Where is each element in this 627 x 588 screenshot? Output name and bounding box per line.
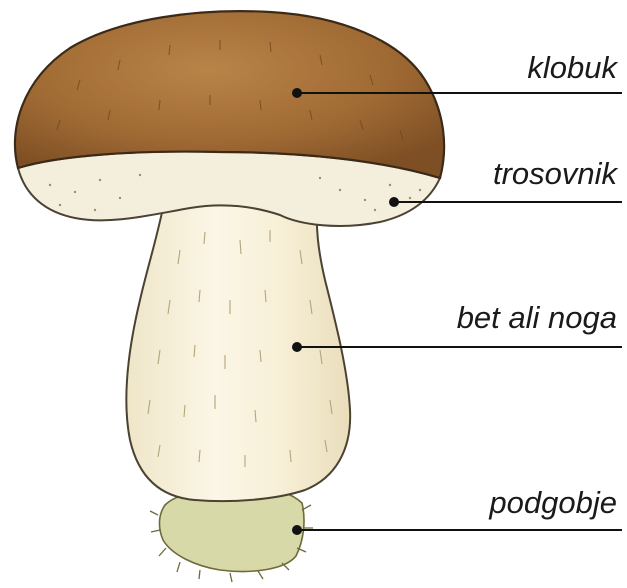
label-cap: klobuk — [527, 52, 617, 83]
stem-shape — [126, 198, 350, 501]
label-tubes: trosovnik — [493, 158, 617, 189]
pointer-base — [292, 525, 622, 535]
cap-shape — [15, 11, 444, 178]
label-base: podgobje — [489, 487, 617, 518]
label-stem: bet ali noga — [457, 302, 617, 333]
